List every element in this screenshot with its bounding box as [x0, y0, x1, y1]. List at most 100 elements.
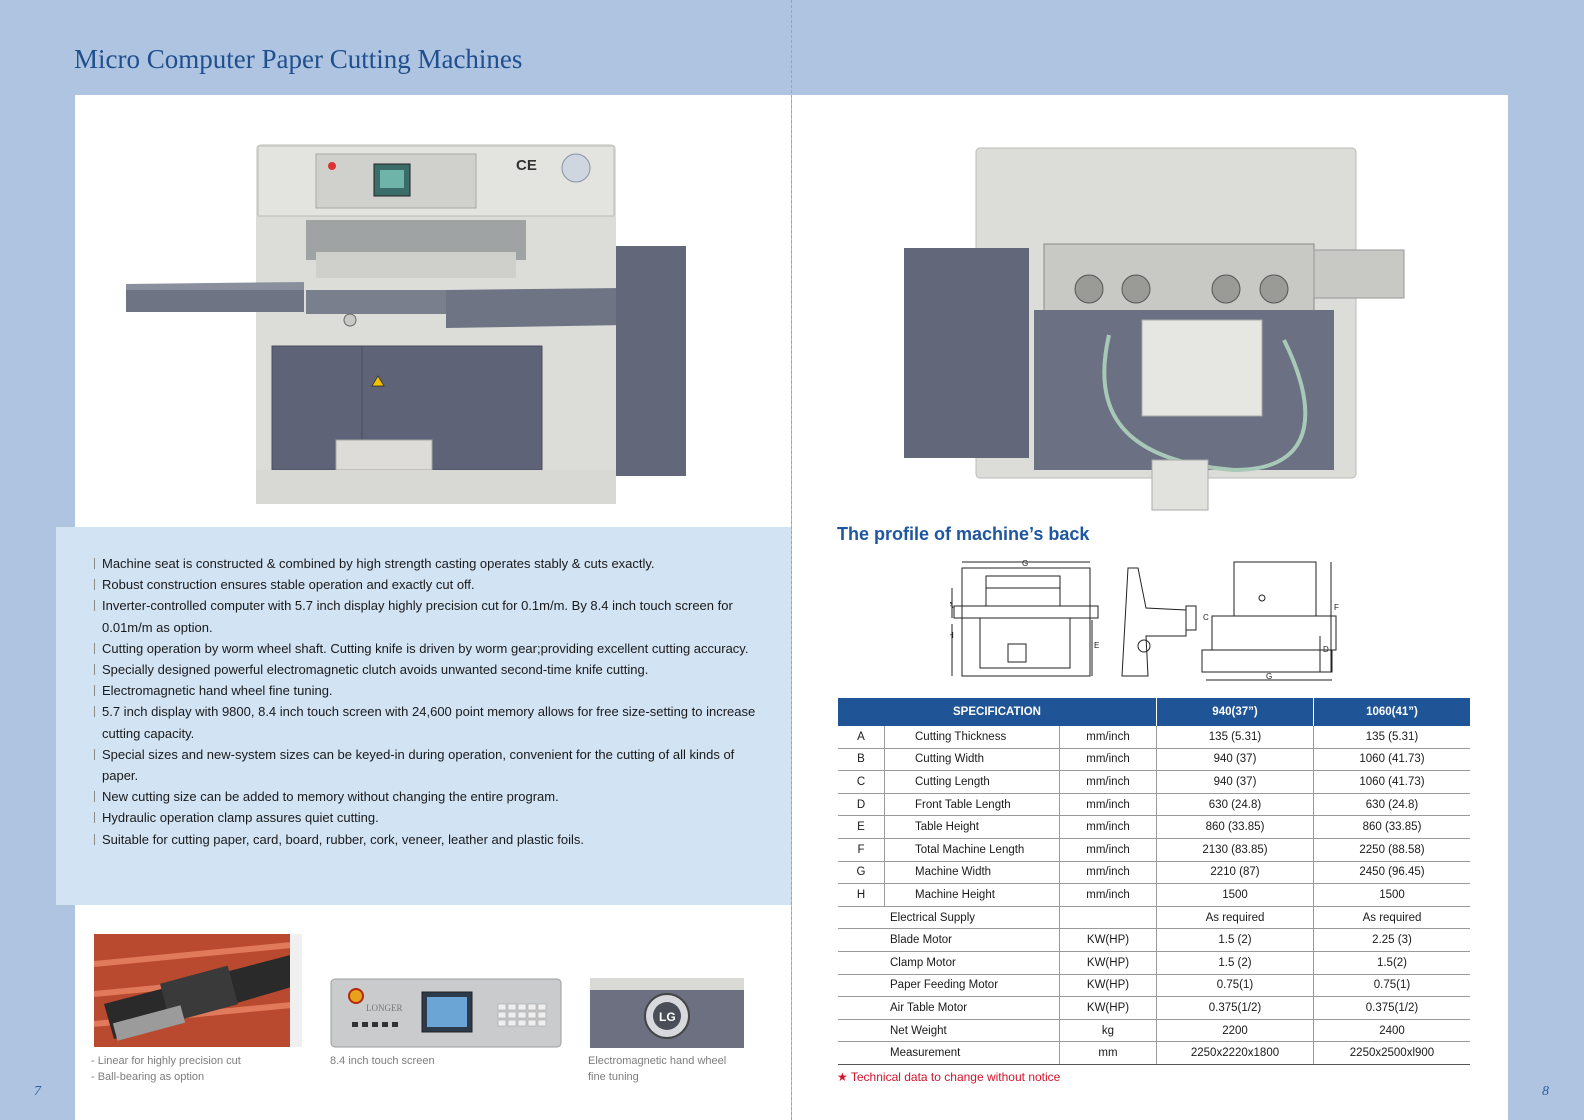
value-940: As required — [1156, 906, 1314, 930]
value-1060: 1060 (41.73) — [1313, 770, 1470, 794]
touch-screen-caption: 8.4 inch touch screen — [330, 1055, 435, 1067]
specification-table: SPECIFICATION 940(37”) 1060(41”) A Cutti… — [838, 698, 1470, 1065]
parameter-name: Air Table Motor — [838, 996, 1060, 1020]
value-940: 135 (5.31) — [1156, 726, 1314, 749]
value-940: 630 (24.8) — [1156, 793, 1314, 817]
parameter-name: Clamp Motor — [838, 951, 1060, 975]
parameter-name: Front Table Length — [884, 793, 1060, 817]
value-940: 1500 — [1156, 883, 1314, 907]
unit: KW(HP) — [1059, 996, 1157, 1020]
unit: mm/inch — [1059, 726, 1157, 749]
dim-label-f: F — [1334, 603, 1339, 612]
unit: KW(HP) — [1059, 951, 1157, 975]
unit: mm/inch — [1059, 838, 1157, 862]
parameter-name: Measurement — [838, 1041, 1060, 1065]
dimension-letter: F — [838, 838, 885, 862]
table-row: Clamp Motor KW(HP) 1.5 (2) 1.5(2) — [838, 951, 1470, 975]
table-row: E Table Height mm/inch 860 (33.85) 860 (… — [838, 815, 1470, 839]
feature-item: Specially designed powerful electromagne… — [94, 659, 764, 680]
dim-label-a: A — [950, 601, 954, 610]
table-row: F Total Machine Length mm/inch 2130 (83.… — [838, 838, 1470, 862]
profile-diagram: G A H E C F D G — [948, 558, 1345, 686]
value-940: 2130 (83.85) — [1156, 838, 1314, 862]
technical-data-note: ★ Technical data to change without notic… — [837, 1070, 1061, 1084]
dimension-letter: E — [838, 815, 885, 839]
dimension-letter: G — [838, 861, 885, 885]
value-940: 940 (37) — [1156, 770, 1314, 794]
dimension-letter: A — [838, 726, 885, 749]
parameter-name: Blade Motor — [838, 928, 1060, 952]
caption-line: Electromagnetic hand wheel — [588, 1055, 727, 1067]
dim-label-h: H — [950, 631, 954, 640]
page-fold-divider — [791, 0, 792, 1120]
table-row: C Cutting Length mm/inch 940 (37) 1060 (… — [838, 770, 1470, 794]
feature-item: Suitable for cutting paper, card, board,… — [94, 829, 764, 850]
value-940: 2210 (87) — [1156, 861, 1314, 885]
value-1060: 2250 (88.58) — [1313, 838, 1470, 862]
value-940: 860 (33.85) — [1156, 815, 1314, 839]
value-940: 1.5 (2) — [1156, 928, 1314, 952]
table-row: Measurement mm 2250x2220x1800 2250x2500x… — [838, 1041, 1470, 1065]
model-940-header: 940(37”) — [1156, 698, 1314, 726]
unit: kg — [1059, 1019, 1157, 1043]
value-1060: 1.5(2) — [1313, 951, 1470, 975]
caption-line: - Ball-bearing as option — [91, 1070, 205, 1083]
linear-guide-caption: - Linear for highly precision cut - Ball… — [91, 1054, 241, 1085]
table-row: Air Table Motor KW(HP) 0.375(1/2) 0.375(… — [838, 996, 1470, 1020]
page-title: Micro Computer Paper Cutting Machines — [74, 44, 523, 74]
feature-item: 5.7 inch display with 9800, 8.4 inch tou… — [94, 701, 764, 743]
value-1060: 2250x2500xl900 — [1313, 1041, 1470, 1065]
value-940: 2200 — [1156, 1019, 1314, 1043]
hand-wheel-photo: LG — [590, 978, 744, 1048]
value-1060: 1500 — [1313, 883, 1470, 907]
unit — [1059, 906, 1157, 930]
value-940: 2250x2220x1800 — [1156, 1041, 1314, 1065]
page-number-right: 8 — [1542, 1084, 1549, 1099]
spec-header: SPECIFICATION — [838, 698, 1157, 726]
dimension-letter: D — [838, 793, 885, 817]
unit: mm/inch — [1059, 815, 1157, 839]
value-1060: 0.75(1) — [1313, 974, 1470, 998]
feature-item: New cutting size can be added to memory … — [94, 786, 764, 807]
unit: KW(HP) — [1059, 974, 1157, 998]
parameter-name: Net Weight — [838, 1019, 1060, 1043]
linear-guide-photo — [94, 934, 302, 1047]
parameter-name: Total Machine Length — [884, 838, 1060, 862]
table-row: Electrical Supply As required As require… — [838, 906, 1470, 930]
hand-wheel-caption: Electromagnetic hand wheel fine tuning — [588, 1054, 726, 1085]
parameter-name: Paper Feeding Motor — [838, 974, 1060, 998]
model-1060-header: 1060(41”) — [1313, 698, 1470, 726]
parameter-name: Cutting Width — [884, 748, 1060, 772]
dimension-letter: C — [838, 770, 885, 794]
value-940: 0.375(1/2) — [1156, 996, 1314, 1020]
unit: mm/inch — [1059, 793, 1157, 817]
value-1060: 1060 (41.73) — [1313, 748, 1470, 772]
table-row: Paper Feeding Motor KW(HP) 0.75(1) 0.75(… — [838, 974, 1470, 998]
unit: mm/inch — [1059, 861, 1157, 885]
feature-item: Hydraulic operation clamp assures quiet … — [94, 807, 764, 828]
value-940: 1.5 (2) — [1156, 951, 1314, 975]
table-row: Blade Motor KW(HP) 1.5 (2) 2.25 (3) — [838, 928, 1470, 952]
lg-logo: LG — [659, 1010, 676, 1024]
ce-badge: CE — [516, 157, 537, 174]
unit: mm — [1059, 1041, 1157, 1065]
feature-item: Cutting operation by worm wheel shaft. C… — [94, 638, 764, 659]
value-1060: 860 (33.85) — [1313, 815, 1470, 839]
value-1060: 2400 — [1313, 1019, 1470, 1043]
dim-label-g-bottom: G — [1266, 672, 1272, 681]
value-940: 940 (37) — [1156, 748, 1314, 772]
page-number-left: 7 — [34, 1084, 41, 1099]
feature-item: Robust construction ensures stable opera… — [94, 574, 764, 595]
parameter-name: Machine Height — [884, 883, 1060, 907]
parameter-name: Cutting Length — [884, 770, 1060, 794]
table-row: G Machine Width mm/inch 2210 (87) 2450 (… — [838, 861, 1470, 885]
machine-front-photo: CE — [126, 140, 692, 512]
parameter-name: Cutting Thickness — [884, 726, 1060, 749]
caption-line: - Linear for highly precision cut — [91, 1055, 241, 1067]
table-header-row: SPECIFICATION 940(37”) 1060(41”) — [838, 698, 1470, 726]
table-row: H Machine Height mm/inch 1500 1500 — [838, 883, 1470, 907]
value-1060: 630 (24.8) — [1313, 793, 1470, 817]
value-1060: 2450 (96.45) — [1313, 861, 1470, 885]
unit: mm/inch — [1059, 748, 1157, 772]
dim-label-e: E — [1094, 641, 1099, 650]
